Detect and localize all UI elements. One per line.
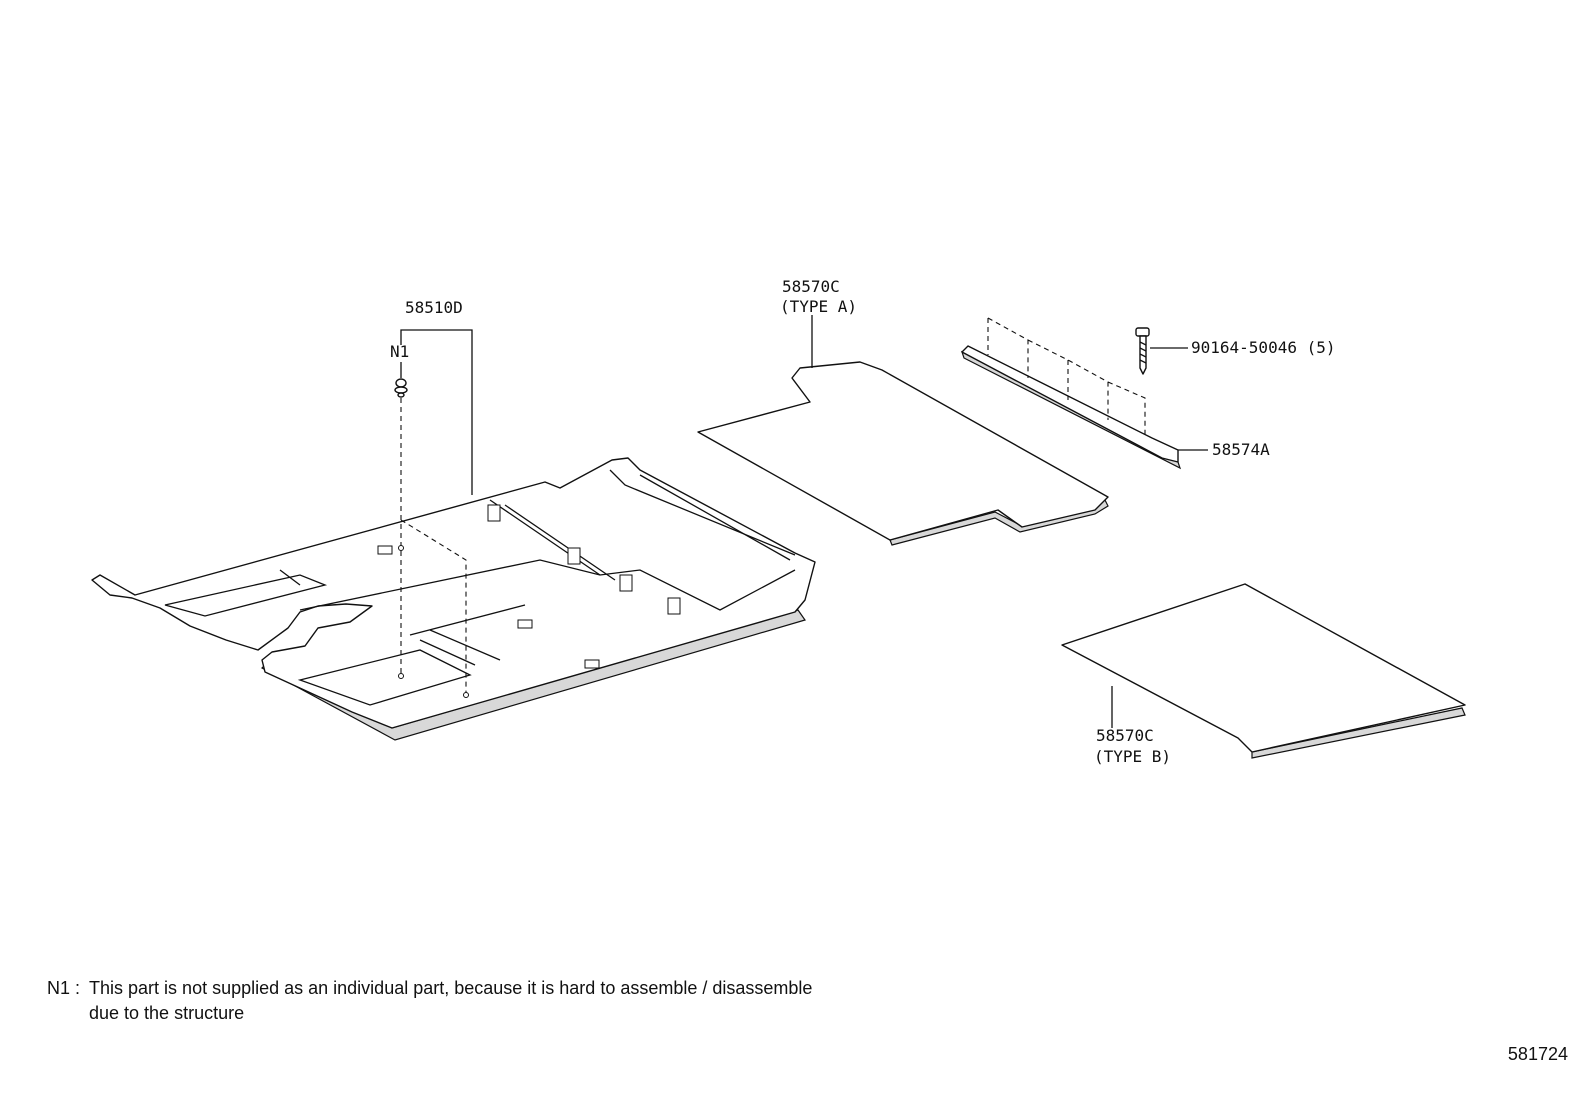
carpet-leader-bracket <box>400 329 473 495</box>
clip-n1 <box>394 378 408 398</box>
callout-mat-b-part: 58570C <box>1096 726 1154 745</box>
mat-a-edge <box>889 499 1109 546</box>
floor-carpet-tunnel-ridge <box>489 474 791 581</box>
floor-carpet-block-1 <box>567 547 581 565</box>
floor-carpet-clip-1 <box>377 545 393 555</box>
floor-carpet-recess-front <box>164 569 526 636</box>
footnote-line-1: This part is not supplied as an individu… <box>89 978 813 998</box>
footnote-marker: N1 : <box>47 978 81 998</box>
scuff-plate-guides <box>987 317 1146 438</box>
callout-58510d: 58510D <box>405 298 463 317</box>
clip-guide-lines <box>400 398 467 695</box>
floor-carpet-clip-3 <box>584 659 600 669</box>
tapping-screw <box>1135 327 1188 375</box>
floor-carpet-clip-2 <box>517 619 533 629</box>
floor-mat-type-a <box>697 315 1109 546</box>
callout-mat-a-type: (TYPE A) <box>780 297 857 316</box>
floor-carpet <box>91 457 816 729</box>
mat-b-edge <box>1251 707 1466 759</box>
clip-hole-1 <box>398 545 404 551</box>
callout-plate: 58574A <box>1212 440 1270 459</box>
scuff-plate <box>960 317 1208 470</box>
clip-hole-3 <box>463 692 469 698</box>
footnote: N1 : This part is not supplied as an ind… <box>47 976 812 1026</box>
mat-b-outline <box>1061 583 1466 753</box>
floor-carpet-block-2 <box>619 574 633 592</box>
floor-carpet-block-3 <box>667 597 681 615</box>
floor-carpet-recess-rear <box>297 629 501 706</box>
callout-mat-b-type: (TYPE B) <box>1094 747 1171 766</box>
callout-mat-a-part: 58570C <box>782 277 840 296</box>
floor-mat-type-b <box>1061 583 1466 759</box>
floor-carpet-block-4 <box>487 504 501 522</box>
callout-n1: N1 <box>390 342 409 361</box>
floor-carpet-assembly <box>91 329 816 741</box>
figure-number: 581724 <box>1507 1044 1568 1064</box>
callout-screw: 90164-50046 (5) <box>1191 338 1336 357</box>
footnote-line-2: due to the structure <box>89 1003 245 1023</box>
mat-a-outline <box>697 361 1109 541</box>
clip-hole-2 <box>398 673 404 679</box>
